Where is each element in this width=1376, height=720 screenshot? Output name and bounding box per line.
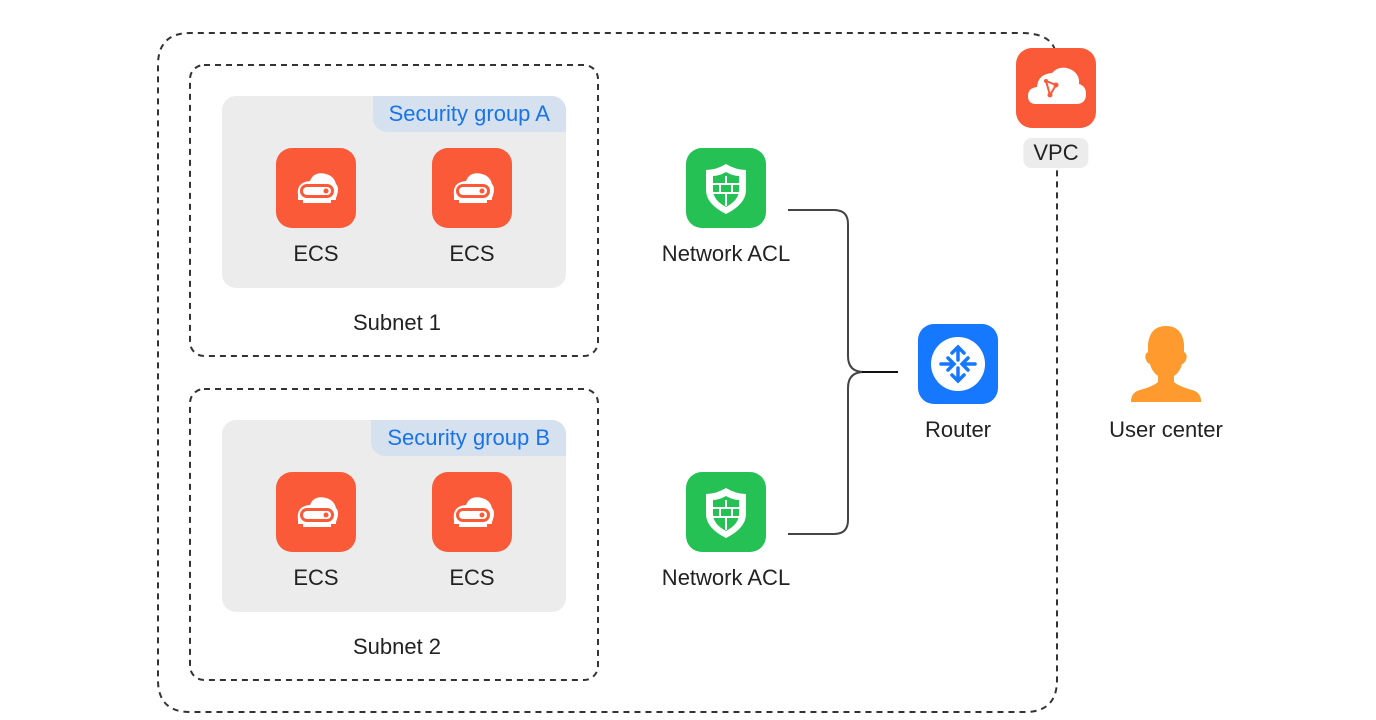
ecs-server-icon bbox=[297, 497, 338, 527]
network-acl-2[interactable] bbox=[686, 472, 766, 552]
network-acl-1-label: Network ACL bbox=[661, 241, 791, 266]
router-label: Router bbox=[924, 417, 992, 442]
subnet-2-label: Subnet 2 bbox=[352, 634, 442, 659]
link-acls-router bbox=[788, 209, 865, 535]
user-center-label: User center bbox=[1109, 417, 1223, 442]
user-center[interactable] bbox=[1126, 324, 1206, 404]
ecs-instance-4[interactable] bbox=[432, 472, 512, 552]
ecs-server-icon bbox=[453, 173, 494, 203]
ecs-instance-2[interactable] bbox=[432, 148, 512, 228]
ecs-label: ECS bbox=[293, 565, 339, 590]
ecs-server-icon bbox=[297, 173, 338, 203]
router-arrows-icon bbox=[931, 337, 985, 391]
ecs-instance-3[interactable] bbox=[276, 472, 356, 552]
shield-firewall-icon bbox=[706, 164, 746, 214]
network-acl-2-label: Network ACL bbox=[661, 565, 791, 590]
vpc-boundary bbox=[157, 32, 1058, 713]
ecs-label: ECS bbox=[293, 241, 339, 266]
vpc-cloud-icon bbox=[1028, 67, 1086, 104]
security-group-a-label: Security group A bbox=[372, 96, 566, 132]
vpc-label: VPC bbox=[1023, 138, 1089, 168]
shield-firewall-icon bbox=[706, 488, 746, 538]
security-group-a: Security group A bbox=[222, 96, 566, 288]
ecs-instance-1[interactable] bbox=[276, 148, 356, 228]
security-group-b-label: Security group B bbox=[371, 420, 566, 456]
ecs-label: ECS bbox=[449, 241, 495, 266]
ecs-server-icon bbox=[453, 497, 494, 527]
router[interactable] bbox=[918, 324, 998, 404]
subnet-1-label: Subnet 1 bbox=[352, 310, 442, 335]
user-icon bbox=[1131, 326, 1201, 402]
security-group-b: Security group B bbox=[222, 420, 566, 612]
vpc[interactable] bbox=[1016, 48, 1096, 128]
ecs-label: ECS bbox=[449, 565, 495, 590]
network-acl-1[interactable] bbox=[686, 148, 766, 228]
